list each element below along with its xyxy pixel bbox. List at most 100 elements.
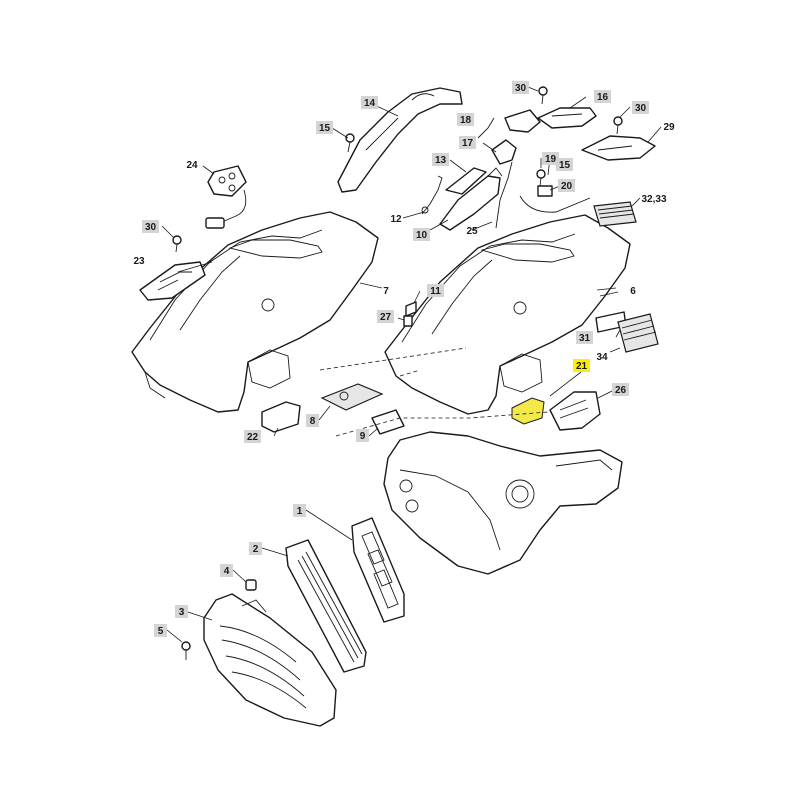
label-2: 2 [249, 542, 262, 555]
part-5-screw[interactable] [181, 641, 191, 660]
svg-text:30: 30 [635, 103, 647, 114]
label-19: 19 [542, 152, 559, 165]
svg-text:19: 19 [545, 154, 557, 165]
part-30c-screw[interactable] [613, 116, 623, 135]
svg-text:7: 7 [383, 286, 389, 297]
svg-text:11: 11 [430, 286, 441, 297]
svg-text:4: 4 [224, 566, 230, 577]
svg-text:22: 22 [247, 432, 259, 443]
label-5: 5 [154, 624, 167, 637]
label-13: 13 [432, 153, 449, 166]
part-11-screw[interactable] [405, 301, 417, 317]
label-15b: 15 [556, 158, 573, 171]
svg-text:30: 30 [515, 83, 527, 94]
svg-text:25: 25 [466, 226, 478, 237]
label-18: 18 [457, 113, 474, 126]
label-6: 6 [630, 286, 636, 297]
part-1-filter-frame[interactable] [351, 517, 405, 623]
svg-text:2: 2 [253, 544, 259, 555]
part-12-spring[interactable] [421, 175, 443, 215]
svg-text:20: 20 [561, 181, 573, 192]
svg-text:15: 15 [559, 160, 571, 171]
part-4-grommet[interactable] [245, 579, 257, 591]
part-10-trigger[interactable] [439, 167, 503, 231]
label-30b: 30 [512, 81, 529, 94]
label-15a: 15 [316, 121, 333, 134]
svg-text:29: 29 [663, 122, 675, 133]
svg-text:27: 27 [380, 312, 392, 323]
label-34: 34 [596, 352, 608, 363]
part-30a-screw[interactable] [172, 235, 182, 253]
label-10: 10 [413, 228, 430, 241]
label-21: 21 [573, 359, 590, 372]
svg-text:12: 12 [390, 214, 402, 225]
part-23-cover[interactable] [139, 261, 206, 301]
svg-text:14: 14 [364, 98, 376, 109]
part-8-seal[interactable] [320, 383, 384, 411]
part-6-shroud-right[interactable] [384, 214, 631, 415]
label-32-33: 32,33 [641, 194, 666, 205]
part-34-grille[interactable] [617, 313, 659, 353]
part-29-cover[interactable] [581, 135, 656, 161]
label-24: 24 [186, 160, 198, 171]
svg-text:24: 24 [186, 160, 198, 171]
part-30b-screw[interactable] [538, 86, 548, 105]
svg-text:8: 8 [310, 416, 316, 427]
part-22-buffer[interactable] [261, 401, 301, 433]
svg-text:17: 17 [462, 138, 474, 149]
part-15a-screw[interactable] [345, 133, 355, 153]
part-3-filter-cover[interactable] [203, 593, 337, 727]
label-16: 16 [594, 90, 611, 103]
svg-text:5: 5 [158, 626, 164, 637]
part-18-spring[interactable] [477, 117, 495, 139]
svg-text:13: 13 [435, 155, 447, 166]
svg-text:3: 3 [179, 607, 185, 618]
label-9: 9 [356, 429, 369, 442]
part-17-lever[interactable] [491, 139, 517, 165]
label-4: 4 [220, 564, 233, 577]
svg-text:21: 21 [576, 361, 588, 372]
part-20-cable[interactable] [519, 185, 591, 213]
svg-text:16: 16 [597, 92, 609, 103]
part-28-housing[interactable] [504, 109, 541, 133]
part-16-cap[interactable] [537, 107, 597, 129]
svg-text:34: 34 [596, 352, 608, 363]
svg-text:9: 9 [360, 431, 366, 442]
part-26-baffle[interactable] [549, 391, 601, 431]
label-30c: 30 [632, 101, 649, 114]
svg-text:18: 18 [460, 115, 472, 126]
label-31: 31 [576, 331, 593, 344]
part-7-shroud-left[interactable] [131, 211, 379, 413]
part-27-screw[interactable] [403, 315, 413, 327]
label-27: 27 [377, 310, 394, 323]
part-14-handle[interactable] [337, 87, 463, 193]
label-20: 20 [558, 179, 575, 192]
label-17: 17 [459, 136, 476, 149]
label-25: 25 [466, 226, 478, 237]
label-23: 23 [133, 256, 145, 267]
label-1: 1 [293, 504, 306, 517]
svg-text:26: 26 [615, 385, 627, 396]
svg-text:6: 6 [630, 286, 636, 297]
svg-text:23: 23 [133, 256, 145, 267]
svg-text:30: 30 [145, 222, 157, 233]
label-26: 26 [612, 383, 629, 396]
part-24-switch[interactable] [205, 165, 247, 229]
label-14: 14 [361, 96, 378, 109]
part-9-plate[interactable] [371, 409, 405, 435]
label-3: 3 [175, 605, 188, 618]
engine-carrier [383, 431, 623, 575]
part-2-air-filter[interactable] [285, 539, 367, 673]
svg-text:31: 31 [579, 333, 591, 344]
label-12: 12 [390, 214, 402, 225]
label-11: 11 [427, 284, 444, 297]
part-21-highlighted[interactable] [511, 397, 545, 425]
leader-lines [161, 86, 662, 643]
part-25-rod[interactable] [495, 161, 513, 229]
part-32-33-filter[interactable] [593, 201, 637, 227]
label-30a: 30 [142, 220, 159, 233]
part-15b-screw[interactable] [536, 169, 546, 187]
label-22: 22 [244, 430, 261, 443]
